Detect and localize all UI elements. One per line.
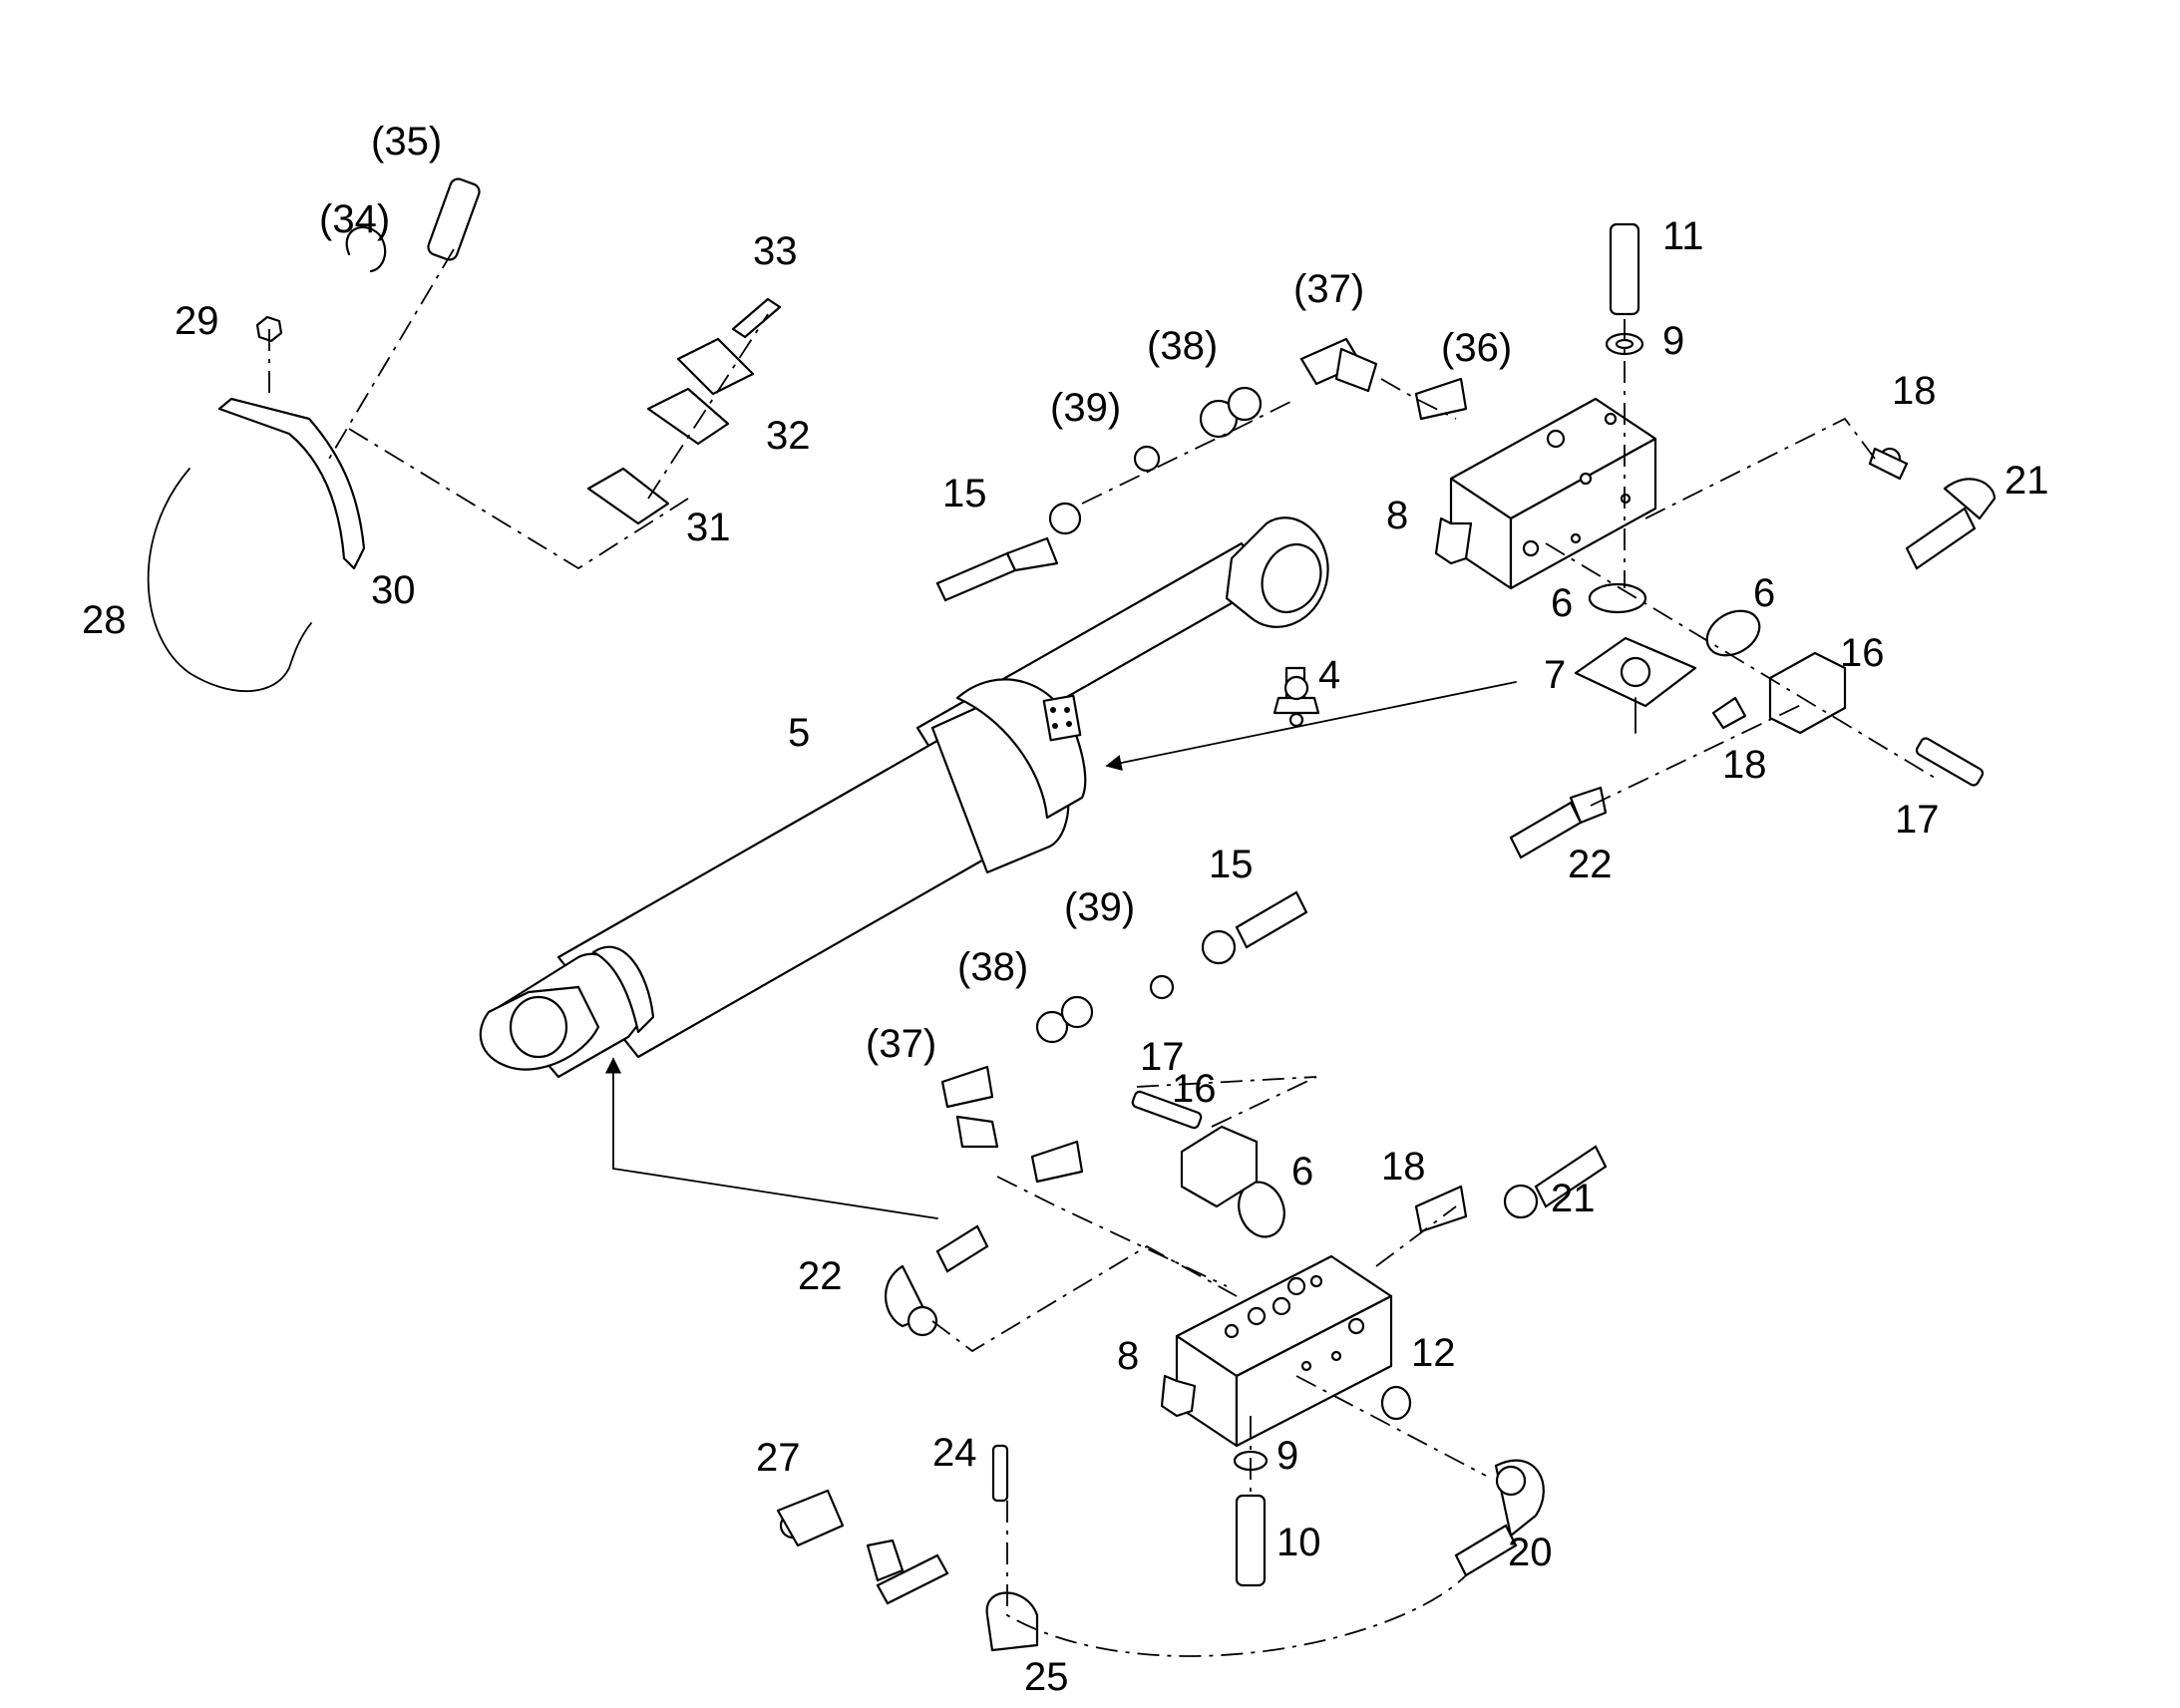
- label-8-lower: 8: [1117, 1334, 1139, 1378]
- leader-lines: [268, 248, 1936, 1657]
- label-29: 29: [175, 299, 219, 343]
- label-24: 24: [932, 1431, 977, 1475]
- label-39-upper: (39): [1050, 386, 1121, 430]
- label-32: 32: [766, 414, 811, 458]
- label-27: 27: [756, 1436, 801, 1480]
- upper-valve-block: [1434, 397, 1657, 590]
- label-15-upper: 15: [942, 472, 987, 515]
- label-15-lower: 15: [1209, 843, 1254, 886]
- grease-nipple: [1272, 666, 1320, 728]
- label-33: 33: [753, 229, 798, 273]
- label-17-lower: 17: [1140, 1035, 1185, 1079]
- fittings-and-seals: [940, 222, 1985, 1652]
- label-18-middle: 18: [1722, 743, 1767, 787]
- label-16-lower: 16: [1172, 1067, 1217, 1111]
- label-25: 25: [1024, 1655, 1069, 1699]
- label-11: 11: [1662, 214, 1704, 258]
- label-17-upper: 17: [1895, 798, 1940, 842]
- clamp-group: [147, 177, 782, 693]
- label-4: 4: [1318, 653, 1340, 697]
- label-28: 28: [82, 598, 127, 642]
- label-18-lower: 18: [1381, 1145, 1426, 1189]
- label-6-b: 6: [1753, 571, 1775, 615]
- label-37-upper: (37): [1293, 267, 1364, 311]
- label-12: 12: [1411, 1331, 1456, 1375]
- label-6-c: 6: [1291, 1150, 1313, 1194]
- label-37-lower: (37): [866, 1022, 936, 1066]
- label-7: 7: [1544, 653, 1566, 697]
- label-30: 30: [371, 568, 416, 612]
- label-5: 5: [788, 711, 810, 755]
- label-39-lower: (39): [1064, 885, 1135, 929]
- label-21-upper: 21: [2004, 459, 2049, 503]
- part-labels: (35) (34) 29 30 28 33 32 31 11 9 (37) (3…: [82, 120, 2049, 1699]
- label-34: (34): [319, 197, 390, 241]
- label-31: 31: [686, 506, 731, 549]
- label-21-lower: 21: [1551, 1177, 1596, 1220]
- label-8-upper: 8: [1386, 494, 1408, 537]
- hoses: [776, 447, 1997, 1605]
- label-9-upper: 9: [1662, 319, 1684, 363]
- lower-valve-block: [1160, 1254, 1393, 1448]
- label-22-upper: 22: [1568, 843, 1613, 886]
- arrow-lower: [604, 1057, 938, 1219]
- label-18-upper: 18: [1892, 369, 1937, 413]
- label-35: (35): [371, 120, 442, 164]
- label-10: 10: [1276, 1521, 1321, 1564]
- label-16-upper: 16: [1840, 631, 1885, 675]
- label-38-upper: (38): [1147, 324, 1218, 368]
- label-36: (36): [1441, 326, 1512, 370]
- label-9-lower: 9: [1276, 1434, 1298, 1478]
- label-38-lower: (38): [957, 945, 1028, 989]
- arrow-upper: [1105, 681, 1517, 772]
- label-6-a: 6: [1551, 581, 1573, 625]
- label-22-lower: 22: [798, 1254, 843, 1298]
- hydraulic-cylinder: [479, 516, 1329, 1079]
- label-20: 20: [1508, 1531, 1553, 1574]
